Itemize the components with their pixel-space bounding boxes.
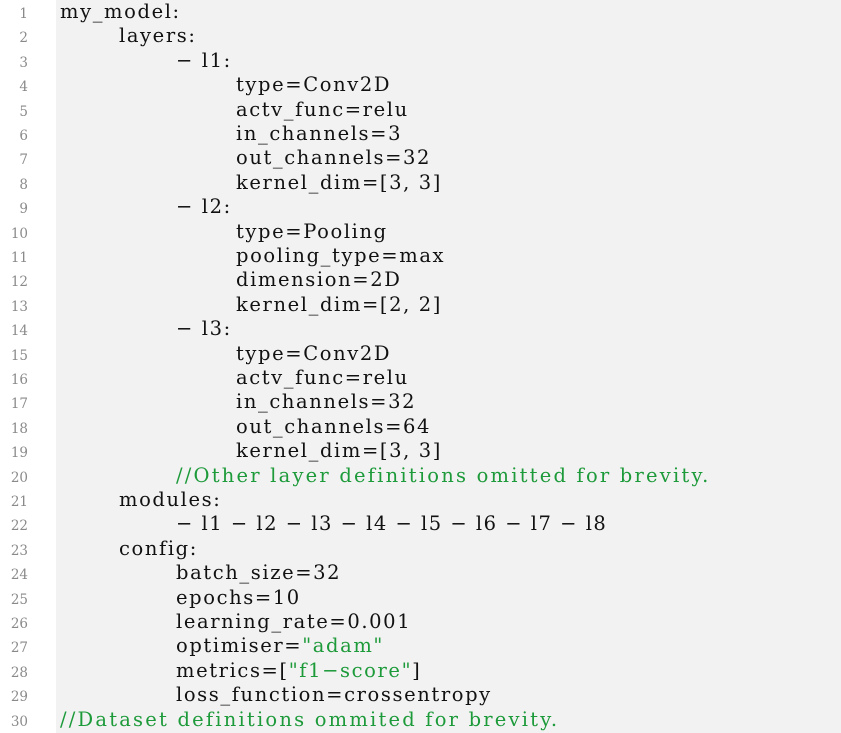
line-number: 16 [10,372,28,388]
code-text: − l3: [176,317,232,341]
code-text: modules: [119,488,222,511]
line-number: 28 [10,664,28,681]
line-number: 29 [10,689,28,706]
line-number: 5 [19,103,28,120]
code-text: type=Conv2D [236,73,392,97]
code-line: 10 type=Pooling [0,220,841,244]
comment-text: //Other layer definitions omitted for br… [176,463,711,487]
code-text: pooling_type=max [236,244,446,267]
code-text: batch_size=32 [176,561,342,585]
code-text-key: optimiser= [176,634,303,658]
code-line: 29 loss_function=crossentropy [0,683,841,707]
code-line: 1 my_model: [0,0,841,24]
code-line: 15 type=Conv2D [0,342,841,366]
line-number: 12 [10,274,28,291]
code-line: 4 type=Conv2D [0,73,841,97]
line-number: 26 [10,616,28,632]
code-line: 7 out_channels=32 [0,146,841,170]
code-line: 13 kernel_dim=[2, 2] [0,293,841,317]
line-number: 17 [10,396,28,413]
code-text: kernel_dim=[3, 3] [236,170,442,194]
code-line: 20 //Other layer definitions omitted for … [0,464,841,488]
code-line: 9 − l2: [0,195,841,219]
code-text: actv_func=relu [236,366,409,389]
line-number: 22 [10,518,28,535]
code-line: 21 modules: [0,488,841,512]
string-literal: "adam" [302,634,384,658]
line-number: 7 [19,152,28,169]
code-background [56,0,841,733]
code-text: − l1: [176,48,232,72]
code-text: dimension=2D [236,268,402,292]
code-text: optimiser="adam" [176,634,384,658]
line-number: 15 [10,347,28,364]
code-line: 18 out_channels=64 [0,415,841,439]
code-text: metrics=["f1−score"] [176,659,421,683]
code-line: 14 − l3: [0,317,841,341]
code-text: in_channels=3 [236,122,403,145]
line-number: 8 [19,176,28,193]
line-number: 3 [19,54,28,71]
code-line: 19 kernel_dim=[3, 3] [0,439,841,463]
code-line: 16 actv_func=relu [0,366,841,390]
code-line: 27 optimiser="adam" [0,634,841,658]
code-line: 28 metrics=["f1−score"] [0,659,841,683]
code-line: 25 epochs=10 [0,586,841,610]
code-line: 23 config: [0,537,841,561]
line-number: 30 [10,713,28,730]
code-line: 12 dimension=2D [0,268,841,292]
string-literal: "f1−score" [288,658,413,682]
line-number: 14 [10,323,28,340]
code-line: 8 kernel_dim=[3, 3] [0,171,841,195]
code-text: out_channels=32 [236,146,432,170]
code-text: in_channels=32 [236,390,417,414]
code-line: 22 − l1 − l2 − l3 − l4 − l5 − l6 − l7 − l… [0,512,841,536]
code-line: 11 pooling_type=max [0,244,841,268]
code-text: type=Conv2D [236,341,392,365]
line-number: 13 [10,298,28,315]
line-number: 10 [10,225,28,242]
line-number: 27 [10,640,28,657]
line-number: 25 [10,591,28,608]
code-text: − l2: [176,195,232,219]
line-number: 9 [19,201,28,218]
code-line: 5 actv_func=relu [0,98,841,122]
code-line: 17 in_channels=32 [0,390,841,414]
code-line: 6 in_channels=3 [0,122,841,146]
line-number: 24 [10,567,28,584]
code-text: config: [119,536,198,560]
code-line: 2 layers: [0,24,841,48]
line-number: 19 [10,445,28,462]
code-text: type=Pooling [236,219,388,243]
code-text: out_channels=64 [236,414,432,438]
code-line: 24 batch_size=32 [0,561,841,585]
line-number: 21 [10,494,28,510]
code-text-tail: ] [412,658,422,682]
code-text: my_model: [60,0,181,23]
code-text: actv_func=relu [236,97,409,121]
line-number: 1 [19,6,28,22]
code-text: layers: [119,24,197,48]
code-line: 26 learning_rate=0.001 [0,610,841,634]
code-text: learning_rate=0.001 [176,610,412,633]
comment-text: //Dataset definitions ommited for brevit… [60,707,560,731]
line-number: 23 [10,542,28,559]
line-number: 2 [19,30,28,47]
code-text: − l1 − l2 − l3 − l4 − l5 − l6 − l7 − l8 [176,512,608,536]
line-number: 6 [19,128,28,144]
line-number: 18 [10,420,28,437]
code-line: 3 − l1: [0,49,841,73]
code-text: loss_function=crossentropy [176,683,492,707]
code-line: 30 //Dataset definitions ommited for brev… [0,708,841,732]
line-number: 11 [10,250,28,266]
line-number: 4 [19,79,28,96]
code-text-key: metrics=[ [176,658,289,682]
code-text: epochs=10 [176,585,301,609]
code-text: kernel_dim=[3, 3] [236,439,442,463]
line-number: 20 [10,469,28,486]
code-text: kernel_dim=[2, 2] [236,292,442,316]
